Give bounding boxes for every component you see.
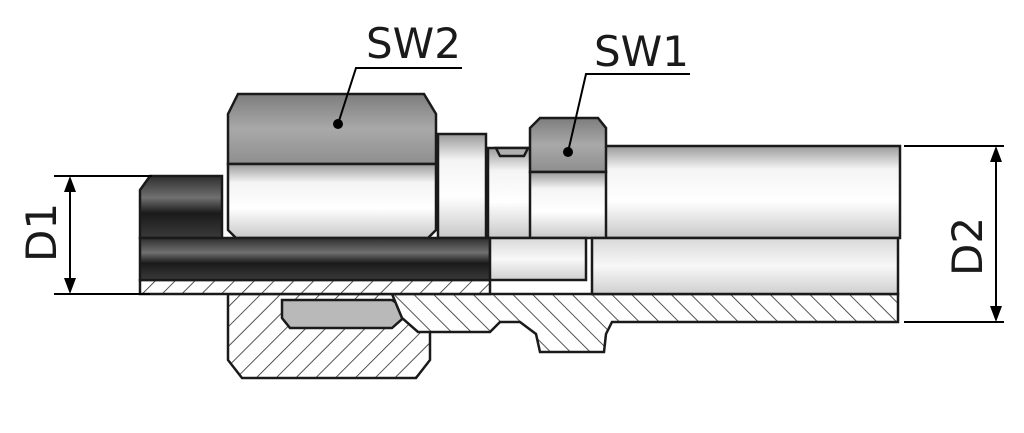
sw1-label: SW1 (594, 27, 689, 76)
section-lower-half (138, 278, 900, 380)
tube-bore-dark (138, 236, 492, 282)
body-bore (488, 236, 588, 282)
body-collar (436, 132, 488, 240)
sw1-leader-dot (563, 147, 573, 157)
tube-stub-right (598, 144, 902, 240)
exterior-upper-half (138, 92, 902, 240)
callouts (333, 67, 690, 157)
sw2-label: SW2 (366, 19, 461, 68)
d2-label: D2 (943, 217, 992, 276)
bore-band (138, 236, 900, 296)
sw1-leader (567, 73, 690, 153)
nut-cavity (280, 298, 413, 330)
sw1-hex-face (528, 170, 608, 240)
body-section (390, 292, 900, 354)
d1-dimension (54, 175, 152, 295)
sw2-leader (337, 67, 462, 125)
d1-label: D1 (17, 203, 66, 262)
tube-section (138, 278, 492, 296)
d2-dimension (904, 145, 1004, 323)
sw2-leader-dot (333, 119, 343, 129)
sw1-hex-top (528, 116, 608, 174)
sw2-hex-face (226, 162, 438, 240)
sw2-hex-top (226, 92, 438, 166)
stub-bore (590, 236, 900, 296)
body-neck (486, 146, 536, 240)
body-groove (493, 146, 531, 158)
tube-left (138, 174, 224, 240)
